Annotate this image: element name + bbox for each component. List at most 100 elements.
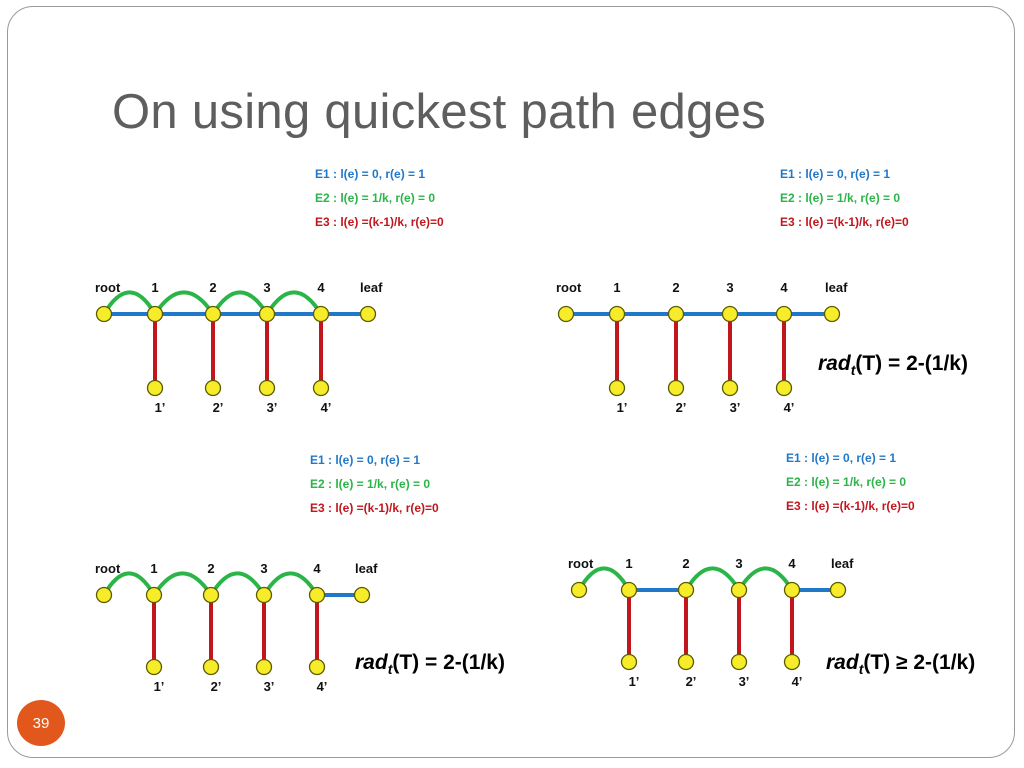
label-pendant-2: 2’ <box>686 674 697 689</box>
node-pendant-2 <box>667 379 685 397</box>
label-leaf: leaf <box>360 280 383 295</box>
edge-e2-3-4 <box>265 290 323 316</box>
label-spine-1: 1 <box>151 280 158 295</box>
legend-e3: E3 : l(e) =(k-1)/k, r(e)=0 <box>786 499 915 513</box>
node-pendant-1 <box>145 658 163 676</box>
label-pendant-2: 2’ <box>211 679 222 694</box>
legend-e3: E3 : l(e) =(k-1)/k, r(e)=0 <box>780 215 909 229</box>
edge-e2-0-1 <box>577 566 631 592</box>
node-pendant-1 <box>146 379 164 397</box>
tree-panel-top-right: E1 : l(e) = 0, r(e) = 1E2 : l(e) = 1/k, … <box>556 167 968 415</box>
label-leaf: leaf <box>355 561 378 576</box>
slide-frame <box>7 6 1015 758</box>
node-pendant-1 <box>608 379 626 397</box>
node-pendant-4 <box>783 653 801 671</box>
node-spine-1 <box>620 581 638 599</box>
node-spine-4 <box>308 586 326 604</box>
edge-e2-0-1 <box>102 290 157 316</box>
label-spine-2: 2 <box>207 561 214 576</box>
label-spine-1: 1 <box>150 561 157 576</box>
edge-legend: E1 : l(e) = 0, r(e) = 1 E2 : l(e) = 1/k, … <box>786 451 915 513</box>
label-spine-3: 3 <box>260 561 267 576</box>
label-spine-4: 4 <box>780 280 788 295</box>
label-pendant-2: 2’ <box>676 400 687 415</box>
node-spine-3 <box>258 305 276 323</box>
legend-e1: E1 : l(e) = 0, r(e) = 1 <box>315 167 425 181</box>
label-root: root <box>95 561 121 576</box>
label-pendant-1: 1’ <box>154 679 165 694</box>
node-pendant-2 <box>204 379 222 397</box>
edge-e2-3-4 <box>262 571 319 597</box>
slide-number-badge: 39 <box>17 700 65 746</box>
label-spine-1: 1 <box>613 280 620 295</box>
node-spine-5 <box>359 305 377 323</box>
node-pendant-3 <box>721 379 739 397</box>
tree-panel-bottom-right: E1 : l(e) = 0, r(e) = 1 E2 : l(e) = 1/k, … <box>568 451 975 689</box>
node-spine-3 <box>730 581 748 599</box>
label-pendant-4: 4’ <box>317 679 328 694</box>
node-pendant-2 <box>677 653 695 671</box>
label-spine-4: 4 <box>788 556 796 571</box>
radius-formula: radt(T) = 2-(1/k) <box>355 651 505 677</box>
node-pendant-1 <box>620 653 638 671</box>
legend-e1: E1 : l(e) = 0, r(e) = 1 <box>786 451 896 465</box>
label-spine-4: 4 <box>317 280 325 295</box>
edge-e2-0-1 <box>102 571 156 597</box>
label-leaf: leaf <box>825 280 848 295</box>
node-pendant-3 <box>258 379 276 397</box>
edge-e2-2-3 <box>211 290 269 316</box>
node-spine-3 <box>255 586 273 604</box>
edge-legend: E1 : l(e) = 0, r(e) = 1 E2 : l(e) = 1/k, … <box>315 167 444 229</box>
node-spine-3 <box>721 305 739 323</box>
node-pendant-4 <box>775 379 793 397</box>
node-spine-2 <box>202 586 220 604</box>
edge-e2-1-2 <box>152 571 213 597</box>
node-spine-4 <box>312 305 330 323</box>
node-spine-0 <box>570 581 588 599</box>
label-spine-2: 2 <box>209 280 216 295</box>
label-pendant-2: 2’ <box>213 400 224 415</box>
edge-e2-3-4 <box>737 566 794 592</box>
edge-e2-2-3 <box>209 571 266 597</box>
legend-e2: E2 : l(e) = 1/k, r(e) = 0 <box>786 475 906 489</box>
legend-e2: E2 : l(e) = 1/k, r(e) = 0 <box>315 191 435 205</box>
tree-panel-top-left: E1 : l(e) = 0, r(e) = 1 E2 : l(e) = 1/k, … <box>95 167 444 415</box>
node-pendant-2 <box>202 658 220 676</box>
node-spine-4 <box>783 581 801 599</box>
label-pendant-3: 3’ <box>264 679 275 694</box>
radius-formula: radt(T) ≥ 2-(1/k) <box>826 651 975 677</box>
node-pendant-4 <box>308 658 326 676</box>
node-spine-5 <box>353 586 371 604</box>
node-pendant-3 <box>255 658 273 676</box>
node-spine-2 <box>667 305 685 323</box>
label-pendant-3: 3’ <box>267 400 278 415</box>
edge-legend: E1 : l(e) = 0, r(e) = 1E2 : l(e) = 1/k, … <box>780 167 909 229</box>
label-spine-3: 3 <box>726 280 733 295</box>
tree-panel-bottom-left: E1 : l(e) = 0, r(e) = 1 E2 : l(e) = 1/k, … <box>95 453 505 694</box>
label-spine-2: 2 <box>682 556 689 571</box>
node-spine-4 <box>775 305 793 323</box>
node-spine-0 <box>95 305 113 323</box>
label-pendant-4: 4’ <box>792 674 803 689</box>
node-spine-5 <box>829 581 847 599</box>
label-root: root <box>95 280 121 295</box>
edge-e2-1-2 <box>153 290 215 316</box>
label-pendant-1: 1’ <box>155 400 166 415</box>
node-spine-0 <box>95 586 113 604</box>
label-spine-3: 3 <box>735 556 742 571</box>
legend-e3: E3 : l(e) =(k-1)/k, r(e)=0 <box>310 501 439 515</box>
label-root: root <box>556 280 582 295</box>
node-spine-1 <box>146 305 164 323</box>
legend-e2: E2 : l(e) = 1/k, r(e) = 0 <box>310 477 430 491</box>
radius-formula: radt(T) = 2-(1/k) <box>818 352 968 378</box>
node-spine-1 <box>145 586 163 604</box>
node-spine-2 <box>204 305 222 323</box>
slide-title: On using quickest path edges <box>112 85 766 139</box>
label-pendant-4: 4’ <box>321 400 332 415</box>
label-spine-3: 3 <box>263 280 270 295</box>
label-spine-2: 2 <box>672 280 679 295</box>
label-pendant-3: 3’ <box>730 400 741 415</box>
edge-e2-2-3 <box>684 566 741 592</box>
legend-e1: E1 : l(e) = 0, r(e) = 1 <box>310 453 420 467</box>
legend-e1: E1 : l(e) = 0, r(e) = 1 <box>780 167 890 181</box>
